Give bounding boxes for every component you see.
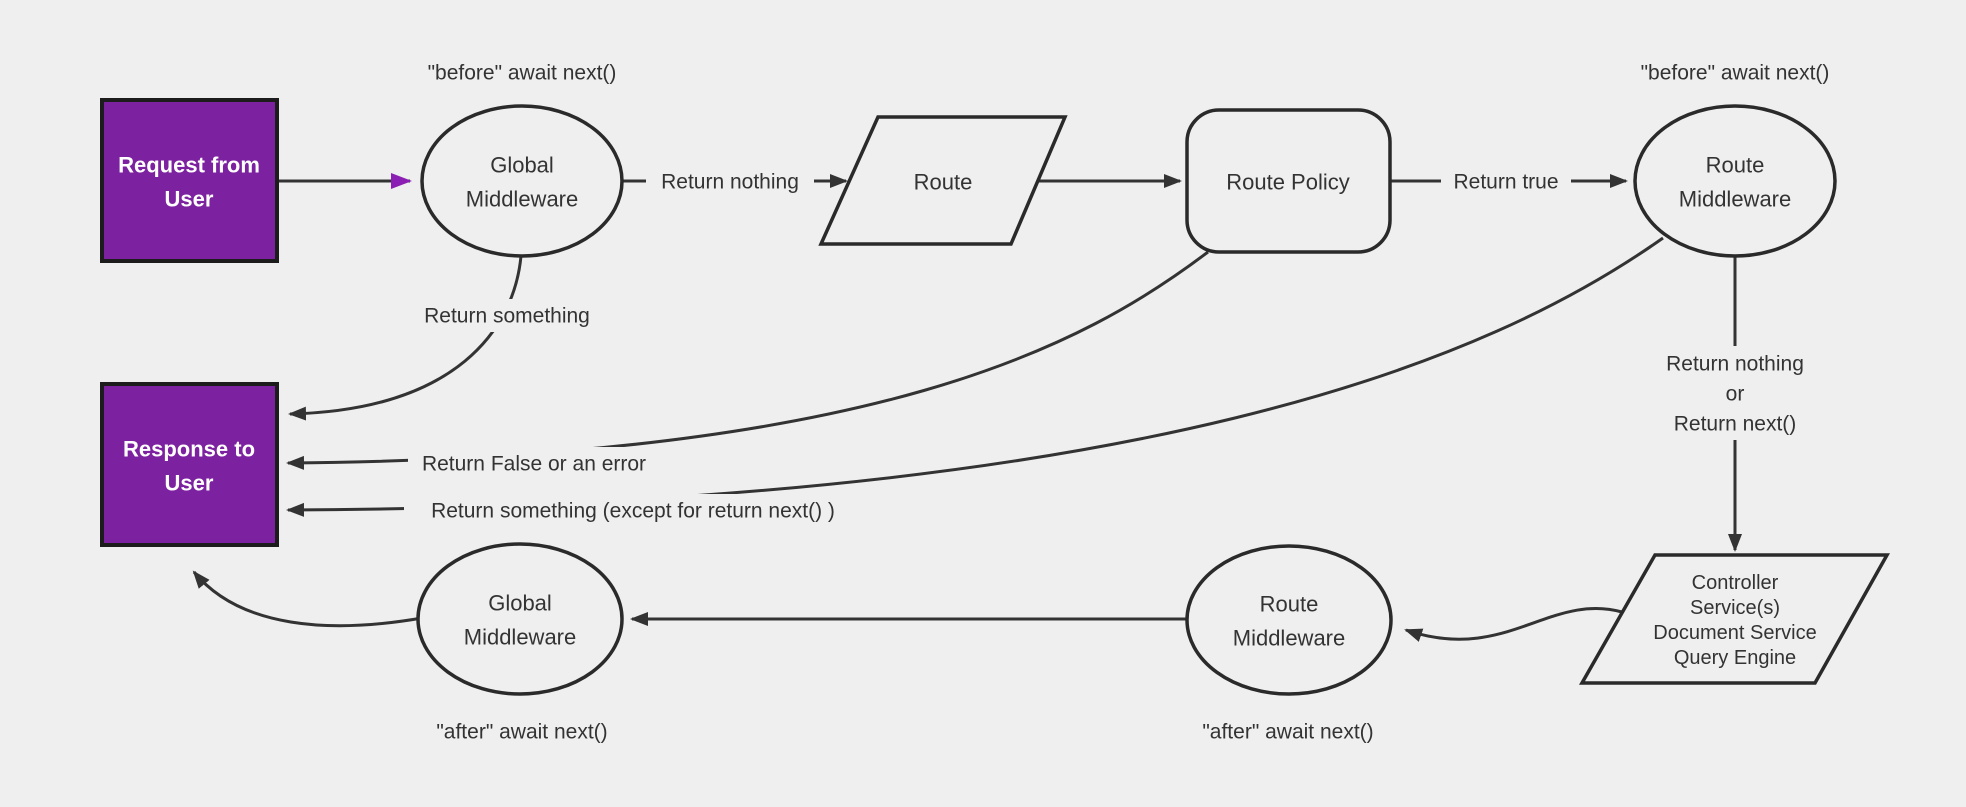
response-to-user-box — [100, 382, 279, 547]
edge-label-return-nothing-line1: Return nothing — [1666, 353, 1804, 376]
node-request-from-user: Request from User — [100, 98, 279, 263]
label-bg-return-nothing-or — [1645, 346, 1825, 440]
route-middleware-top-ellipse — [1633, 104, 1837, 258]
request-from-user-box — [100, 98, 279, 263]
route-label: Route — [914, 170, 973, 195]
route-policy-box — [1185, 108, 1392, 254]
label-bg-return-nothing — [646, 165, 814, 198]
edge-label-return-nothing: Return nothing — [661, 171, 799, 194]
edge-labels: Return nothing Return true Return someth… — [404, 165, 1825, 527]
note-before-route-middleware: "before" await next() — [1641, 62, 1830, 85]
global-middleware-bottom-label-line2: Middleware — [464, 625, 577, 650]
label-bg-return-false-or-error — [408, 447, 660, 480]
edge-global-middleware-to-response — [288, 255, 523, 421]
response-to-user-label-line1: Response to — [123, 437, 255, 462]
node-route-policy: Route Policy — [1185, 108, 1392, 254]
route-middleware-bottom-ellipse — [1185, 544, 1393, 696]
route-parallelogram — [818, 115, 1068, 246]
note-after-global-middleware: "after" await next() — [436, 721, 607, 744]
node-route: Route — [818, 115, 1068, 246]
label-bg-return-something-except — [404, 494, 864, 527]
edge-label-return-false-or-error: Return False or an error — [422, 453, 646, 476]
label-bg-return-something — [414, 299, 602, 332]
route-middleware-top-label-line1: Route — [1706, 153, 1765, 178]
global-middleware-top-label-line1: Global — [490, 153, 554, 178]
edge-label-return-nothing-line2: or — [1726, 383, 1745, 406]
edge-global-middleware-bottom-to-response — [192, 570, 423, 628]
edges — [192, 173, 1742, 642]
controller-stack-label-line3: Document Service — [1653, 622, 1816, 644]
controller-stack-label-line1: Controller — [1692, 572, 1779, 594]
global-middleware-bottom-ellipse — [416, 542, 624, 696]
node-response-to-user: Response to User — [100, 382, 279, 547]
global-middleware-top-ellipse — [420, 104, 624, 258]
edge-route-policy-to-response — [286, 250, 1209, 470]
edge-label-return-something-except: Return something (except for return next… — [431, 500, 835, 523]
edge-label-return-true: Return true — [1453, 171, 1558, 194]
note-labels: "before" await next() "before" await nex… — [428, 62, 1830, 744]
route-middleware-bottom-label-line1: Route — [1260, 592, 1319, 617]
request-from-user-label-line1: Request from — [118, 153, 260, 178]
node-route-middleware-bottom: Route Middleware — [1185, 544, 1393, 696]
route-middleware-bottom-label-line2: Middleware — [1233, 626, 1346, 651]
controller-stack-label-line2: Service(s) — [1690, 597, 1780, 619]
node-global-middleware-bottom: Global Middleware — [416, 542, 624, 696]
label-bg-return-true — [1441, 165, 1571, 198]
note-before-global-middleware: "before" await next() — [428, 62, 617, 85]
node-route-middleware-top: Route Middleware — [1633, 104, 1837, 258]
controller-stack-label-line4: Query Engine — [1674, 647, 1796, 669]
edge-label-return-nothing-line3: Return next() — [1674, 413, 1797, 436]
edge-label-return-something: Return something — [424, 305, 590, 328]
global-middleware-top-label-line2: Middleware — [466, 187, 579, 212]
response-to-user-label-line2: User — [165, 471, 214, 496]
edge-controller-to-route-middleware-bottom — [1404, 606, 1623, 642]
note-after-route-middleware: "after" await next() — [1202, 721, 1373, 744]
node-global-middleware-top: Global Middleware — [420, 104, 624, 258]
global-middleware-bottom-label-line1: Global — [488, 591, 552, 616]
request-from-user-label-line2: User — [165, 187, 214, 212]
controller-stack-parallelogram — [1578, 553, 1890, 685]
route-middleware-top-label-line2: Middleware — [1679, 187, 1792, 212]
route-policy-label: Route Policy — [1226, 170, 1350, 195]
node-controller-stack: Controller Service(s) Document Service Q… — [1578, 553, 1890, 685]
